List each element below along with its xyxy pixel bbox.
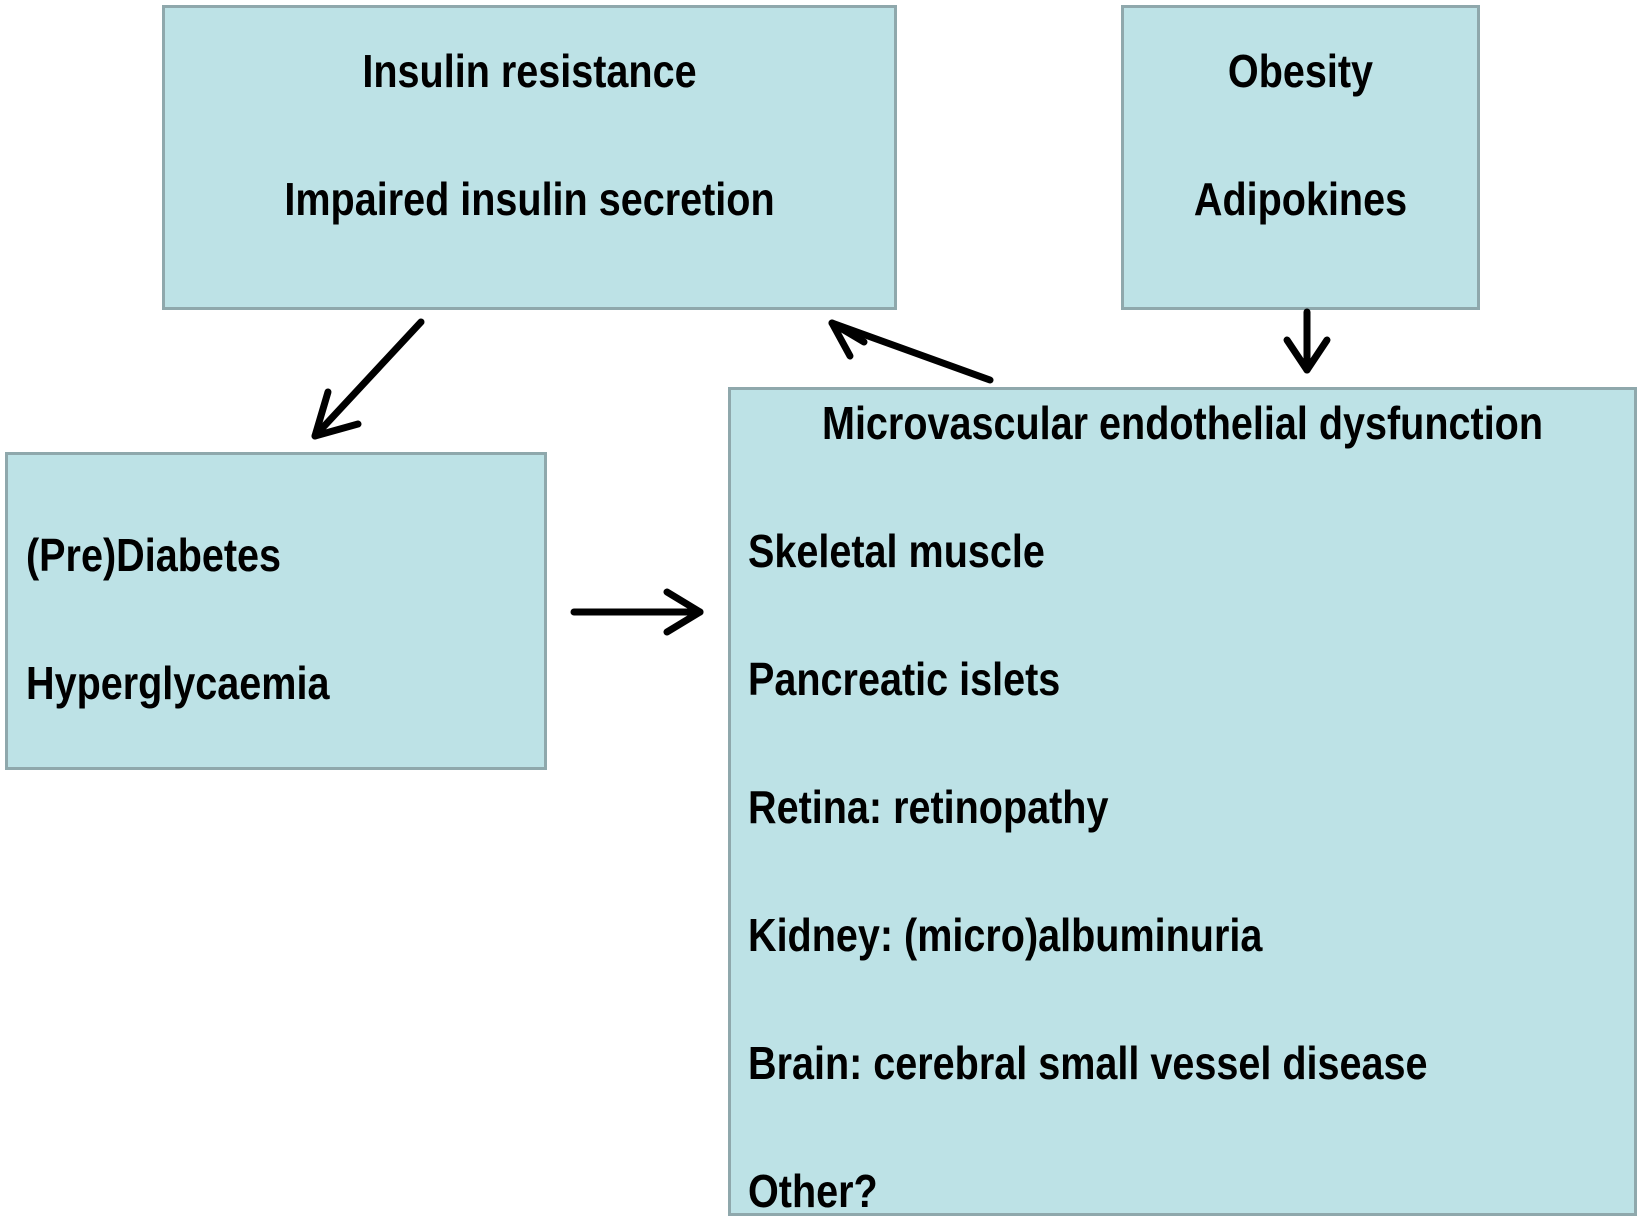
list-item-skeletal-muscle: Skeletal muscle	[748, 525, 1045, 577]
arrow-obesity-to-microvascular	[1283, 308, 1331, 374]
arrow-microvascular-to-insulin	[828, 319, 994, 384]
list-item-kidney: Kidney: (micro)albuminuria	[748, 909, 1263, 961]
obesity-label: Obesity	[1227, 45, 1374, 97]
arrow-diabetes-to-microvascular	[570, 588, 704, 636]
list-item-other: Other?	[748, 1165, 878, 1217]
microvascular-box: Microvascular endothelial dysfunction Sk…	[728, 387, 1637, 1216]
insulin-box: Insulin resistance Impaired insulin secr…	[162, 5, 897, 310]
impaired-insulin-secretion-label: Impaired insulin secretion	[284, 173, 775, 225]
arrow-insulin-to-diabetes	[311, 318, 425, 440]
obesity-box: Obesity Adipokines	[1121, 5, 1480, 310]
list-item-pancreatic-islets: Pancreatic islets	[748, 653, 1061, 705]
diabetes-box: (Pre)Diabetes Hyperglycaemia	[5, 452, 547, 770]
hyperglycaemia-label: Hyperglycaemia	[26, 657, 330, 709]
prediabetes-label: (Pre)Diabetes	[26, 529, 282, 581]
list-item-brain: Brain: cerebral small vessel disease	[748, 1037, 1428, 1089]
insulin-resistance-label: Insulin resistance	[362, 45, 697, 97]
list-item-retina: Retina: retinopathy	[748, 781, 1109, 833]
adipokines-label: Adipokines	[1193, 173, 1408, 225]
microvascular-title: Microvascular endothelial dysfunction	[821, 397, 1544, 449]
